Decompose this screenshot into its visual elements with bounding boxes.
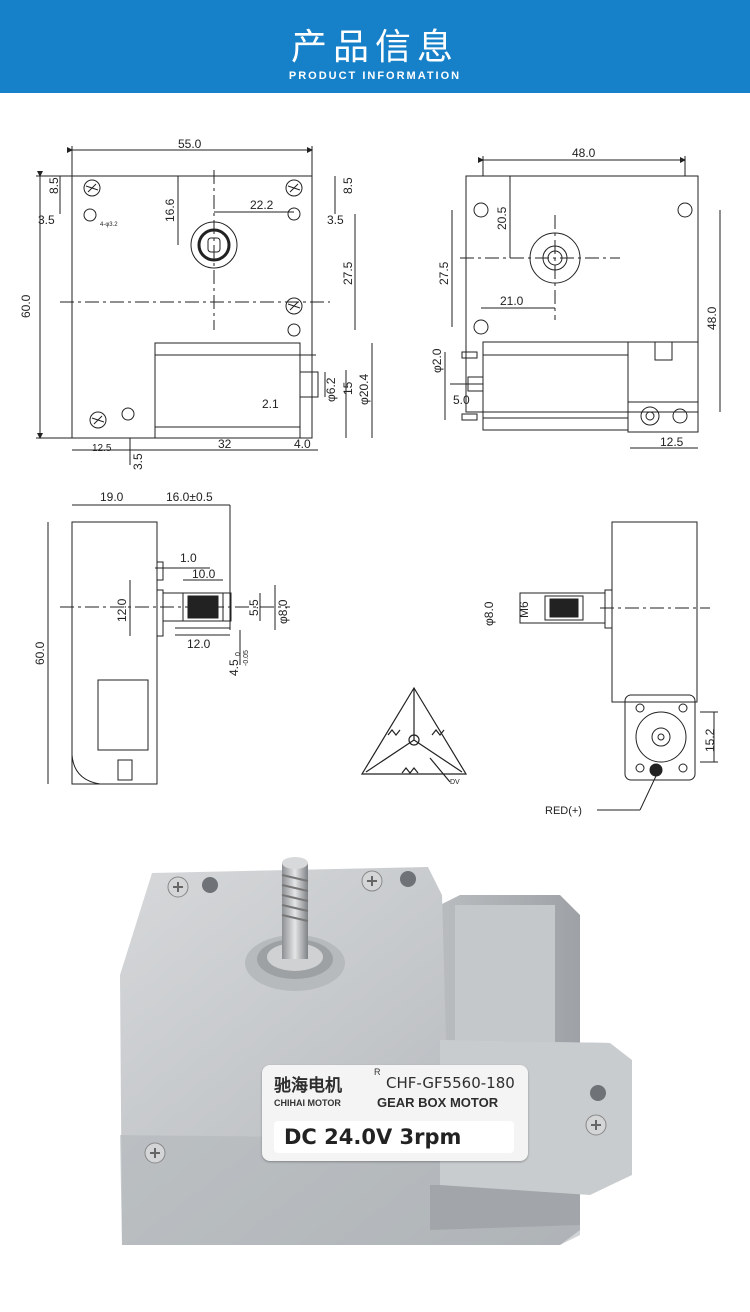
technical-drawing: 55.0 60.0 8.5 3.5 16.6 22.2 8.5 3.5 27.5…: [19, 137, 721, 817]
label-model: CHF-GF5560-180: [386, 1074, 515, 1092]
dim-motor-height: 15: [341, 381, 355, 395]
dim-shoulder: 12.0: [187, 637, 211, 651]
dim-rear-height: 48.0: [705, 306, 719, 330]
side-view: [47, 504, 290, 785]
dim-shaft-horizontal: 22.2: [250, 198, 274, 212]
label-brand-en: CHIHAI MOTOR: [274, 1098, 341, 1108]
wire-label: RED(+): [545, 805, 582, 817]
label-registered: R: [374, 1067, 381, 1077]
dim-motor-length: 32: [218, 437, 232, 451]
dim-terminal-len: 5.0: [453, 393, 470, 407]
label-brand-cn: 驰海电机: [274, 1076, 342, 1096]
dim-boss-width: 2.1: [262, 397, 279, 411]
dim-side-height: 60.0: [33, 641, 47, 665]
page-title: 产品信息: [290, 27, 459, 68]
dim-right-top: 8.5: [341, 177, 355, 194]
dim-tolerance: 4.5: [227, 659, 241, 676]
dim-shaft-vertical: 16.6: [163, 198, 177, 222]
dim-rear-width: 48.0: [572, 146, 596, 160]
dim-motor-end: 4.0: [294, 437, 311, 451]
label-rating: DC 24.0V 3rpm: [274, 1121, 514, 1153]
front-motor-outline: [154, 342, 301, 439]
dim-body-width: 19.0: [100, 490, 124, 504]
dim-boss-dia: 12.0: [115, 598, 129, 622]
dim-top-left: 8.5: [47, 177, 61, 194]
dim-rear-bottom-right: 12.5: [660, 435, 684, 449]
dim-width: 55.0: [178, 137, 202, 151]
hole-note: 4-φ3.2: [100, 222, 118, 228]
dim-end-thread: M6: [517, 601, 531, 618]
rear-view-labels: 48.0 20.5 27.5 21.0 48.0 φ2.0 5.0 12.5: [430, 146, 719, 449]
dim-end-motor-height: 15.2: [703, 728, 717, 752]
schematic-label: DV: [450, 779, 460, 786]
end-view: [519, 521, 718, 811]
dim-shaft-length: 16.0±0.5: [166, 490, 213, 504]
dim-side-shaft-dia: φ8.0: [276, 599, 290, 624]
front-view: [36, 146, 373, 465]
dim-right-side: 3.5: [327, 213, 344, 227]
dim-bottom-left: 12.5: [92, 443, 112, 454]
end-view-labels: φ8.0 M6 15.2 RED(+): [482, 601, 717, 817]
end-body-outline: [611, 521, 698, 703]
dim-motor-dia: φ20.4: [357, 374, 371, 405]
side-body-outline: [71, 521, 158, 785]
dim-height: 60.0: [19, 294, 33, 318]
dim-end-shaft-dia: φ8.0: [482, 601, 496, 626]
dim-terminal-dia: φ2.0: [430, 348, 444, 373]
dim-left-hole: 3.5: [38, 213, 55, 227]
dim-thread-len: 10.0: [192, 567, 216, 581]
dim-tol-upper: 0: [235, 652, 242, 656]
dim-rear-hole-offset: 20.5: [495, 206, 509, 230]
dim-right-spacing: 27.5: [341, 261, 355, 285]
header-banner: 产品信息 PRODUCT INFORMATION: [0, 0, 750, 93]
dim-rear-side-spacing: 27.5: [437, 261, 451, 285]
side-view-labels: 19.0 16.0±0.5 60.0 1.0 10.0 12.0 5.5 φ8.…: [33, 490, 290, 676]
dim-rear-bottom-spacing: 21.0: [500, 294, 524, 308]
front-view-labels: 55.0 60.0 8.5 3.5 16.6 22.2 8.5 3.5 27.5…: [19, 137, 371, 470]
schematic-symbol: [360, 686, 468, 783]
dim-shaft-dia: φ6.2: [324, 377, 338, 402]
product-label: 驰海电机 R CHF-GF5560-180 CHIHAI MOTOR GEAR …: [262, 1065, 528, 1161]
dim-flat: 5.5: [247, 599, 261, 616]
dim-tol-lower: -0.05: [243, 650, 250, 666]
dim-bottom-offset: 3.5: [131, 453, 145, 470]
rear-view: [444, 156, 721, 449]
page-subtitle: PRODUCT INFORMATION: [288, 70, 462, 82]
dim-boss-height: 1.0: [180, 551, 197, 565]
end-motor-outline: [624, 694, 696, 781]
label-type: GEAR BOX MOTOR: [377, 1095, 499, 1110]
